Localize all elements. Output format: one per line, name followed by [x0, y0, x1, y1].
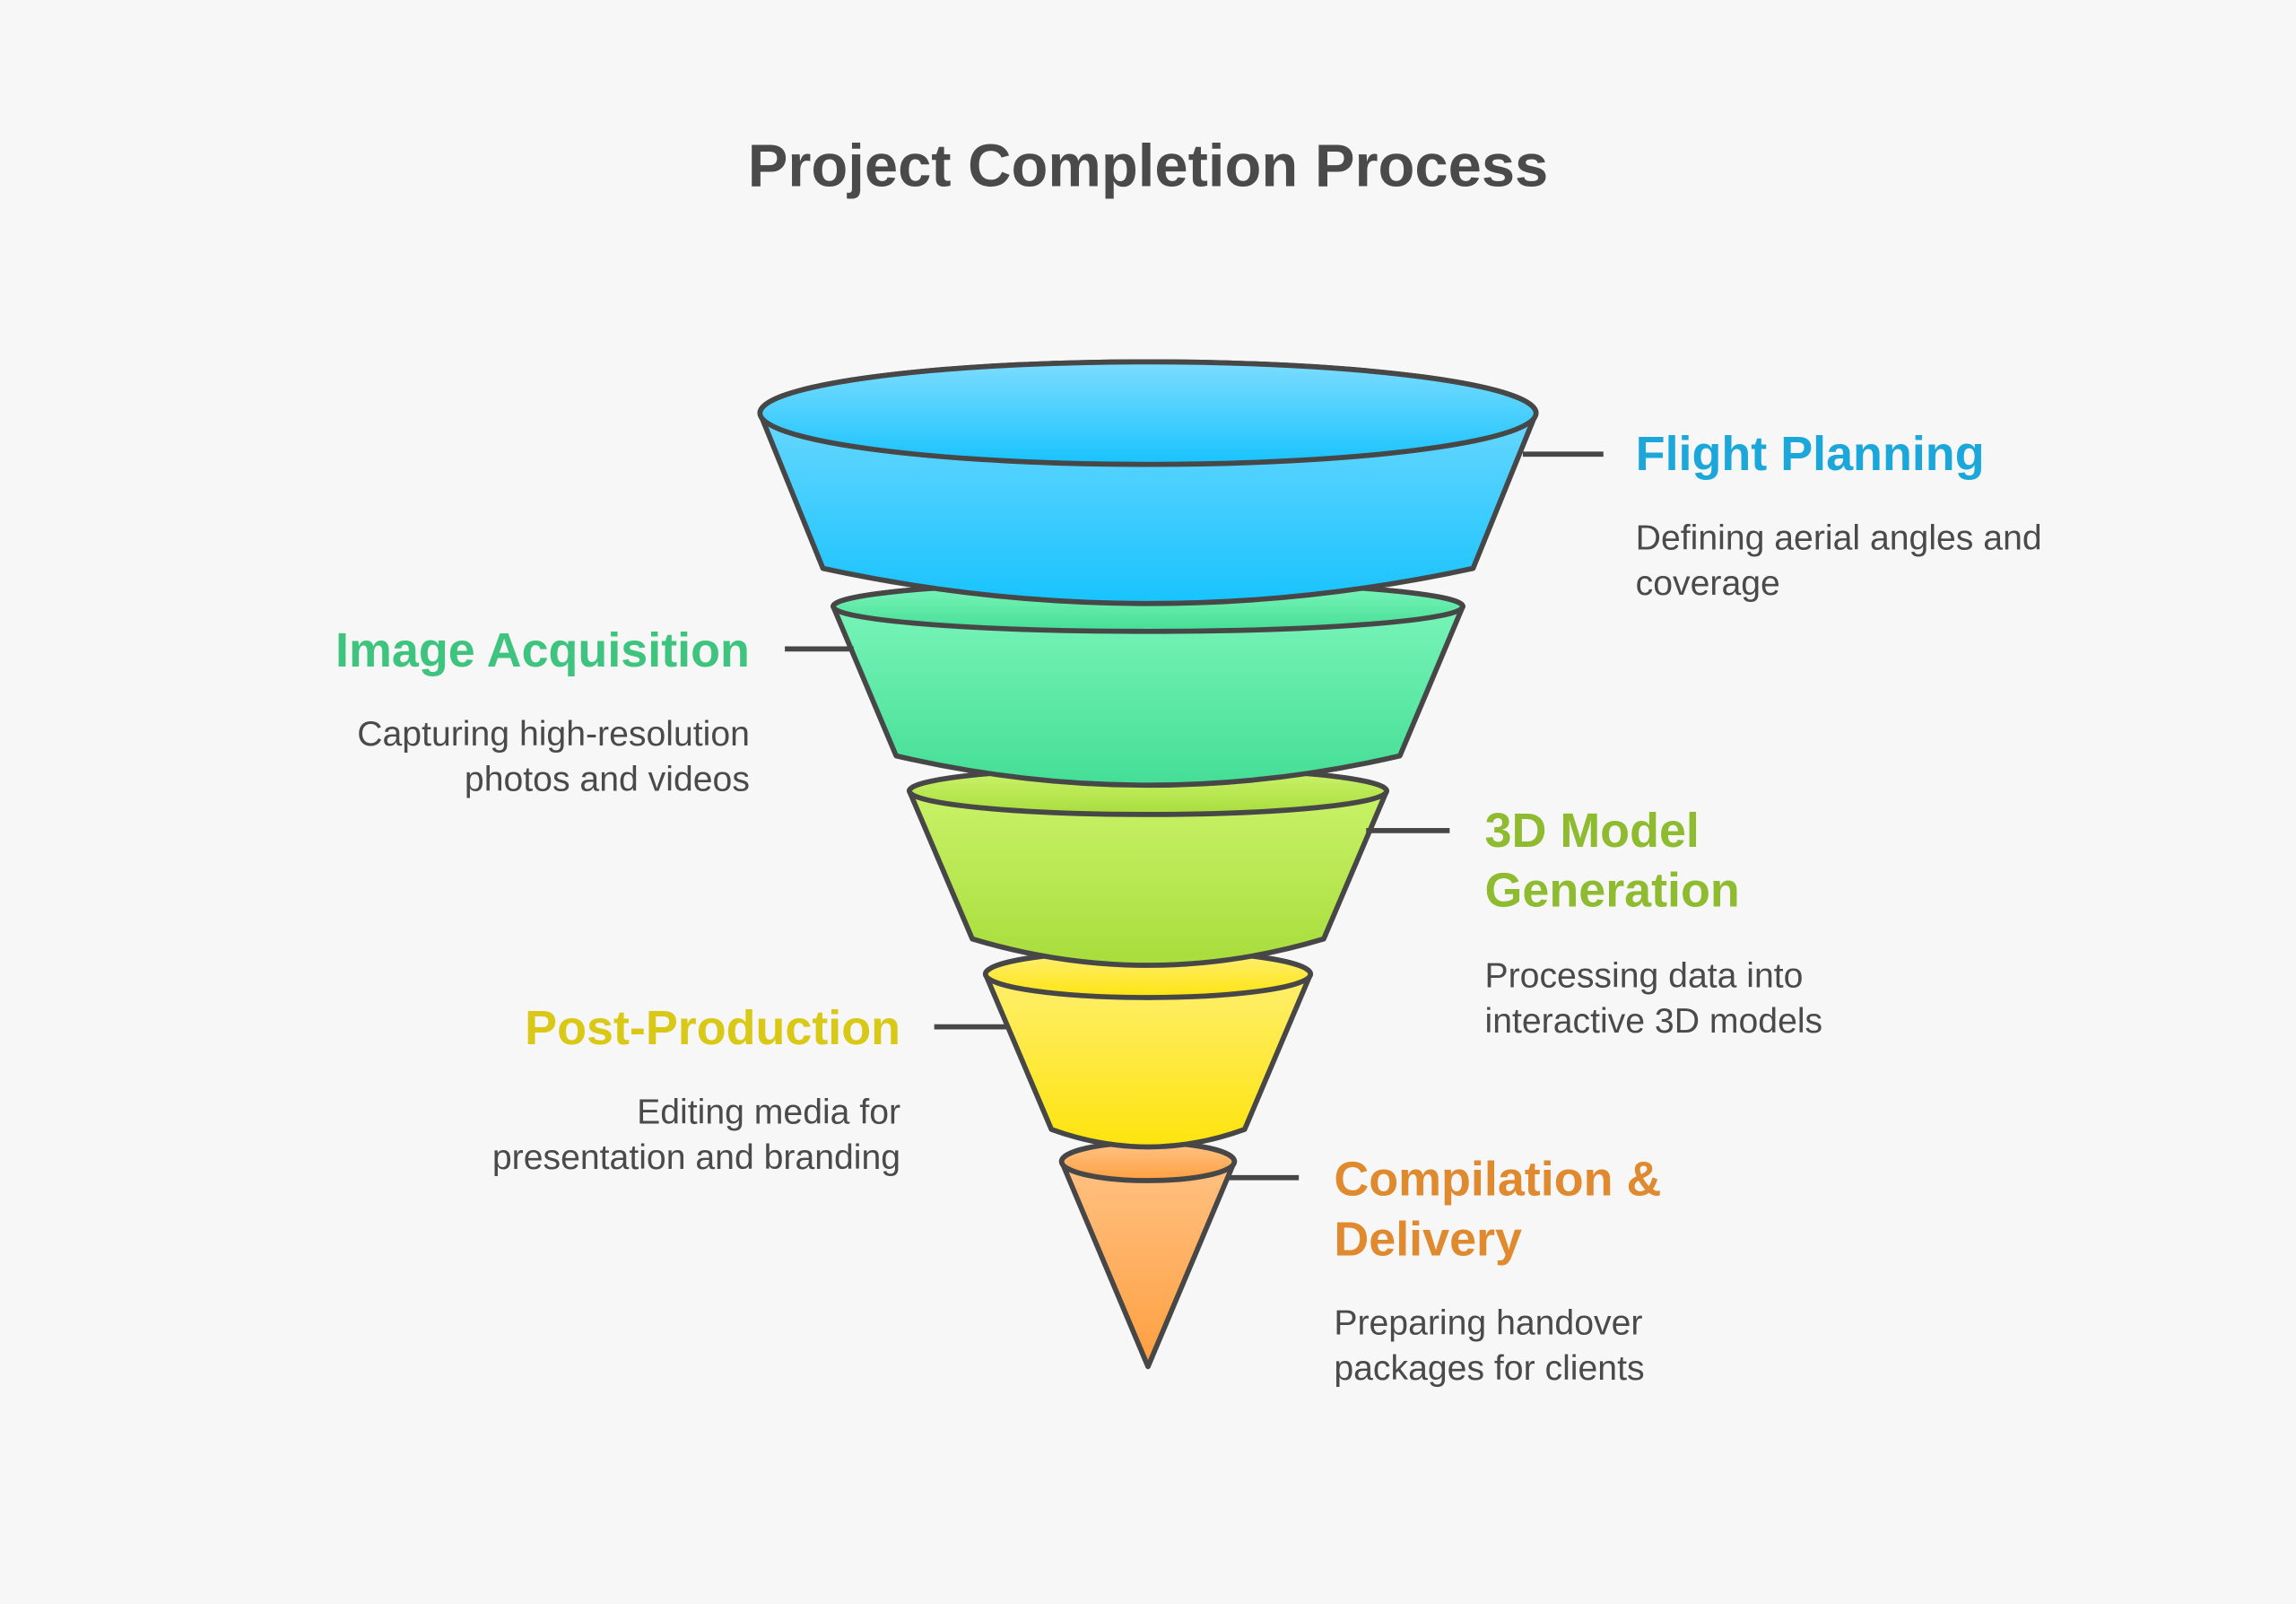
stage-description: Defining aerial angles and — [1636, 519, 2042, 557]
stage-label: Generation — [1485, 864, 1740, 918]
stage-description: Editing media for — [637, 1093, 900, 1131]
stage-label: Delivery — [1334, 1212, 1522, 1266]
diagram-title: Project Completion Process — [748, 132, 1549, 199]
stage-label: Image Acquisition — [335, 623, 750, 677]
funnel-segment-image-acquisition — [831, 579, 1465, 789]
stage-description: interactive 3D models — [1485, 1002, 1823, 1041]
stage-description: Processing data into — [1485, 957, 1804, 996]
stage-description: Preparing handover — [1334, 1303, 1642, 1342]
stage-description: packages for clients — [1334, 1349, 1644, 1388]
funnel-segment-flight-planning — [757, 359, 1539, 606]
stage-label: Post-Production — [525, 1001, 900, 1055]
funnel-segment-post-production — [982, 947, 1314, 1150]
stage-description: photos and videos — [465, 761, 750, 799]
stage-label: 3D Model — [1485, 804, 1700, 858]
stage-description: Capturing high-resolution — [357, 715, 750, 754]
stage-flight-planning: Flight Planning Defining aerial angles a… — [1636, 427, 2042, 603]
stage-label: Compilation & — [1334, 1152, 1661, 1206]
stage-3d-model-generation: 3D Model Generation Processing data into… — [1485, 804, 1823, 1041]
funnel-segment-rim — [757, 359, 1539, 467]
stage-description: coverage — [1636, 564, 1780, 603]
stage-label: Flight Planning — [1636, 427, 1985, 481]
stage-post-production: Post-Production Editing media for presen… — [492, 1001, 900, 1177]
stage-compilation-delivery: Compilation & Delivery Preparing handove… — [1334, 1152, 1661, 1388]
stage-image-acquisition: Image Acquisition Capturing high-resolut… — [335, 623, 750, 799]
funnel-segment-compilation-delivery — [1058, 1139, 1238, 1370]
funnel-segment-3d-model-generation — [907, 764, 1389, 968]
funnel — [757, 359, 1539, 1370]
connectors — [785, 451, 1604, 1181]
stage-description: presentation and branding — [492, 1138, 900, 1177]
